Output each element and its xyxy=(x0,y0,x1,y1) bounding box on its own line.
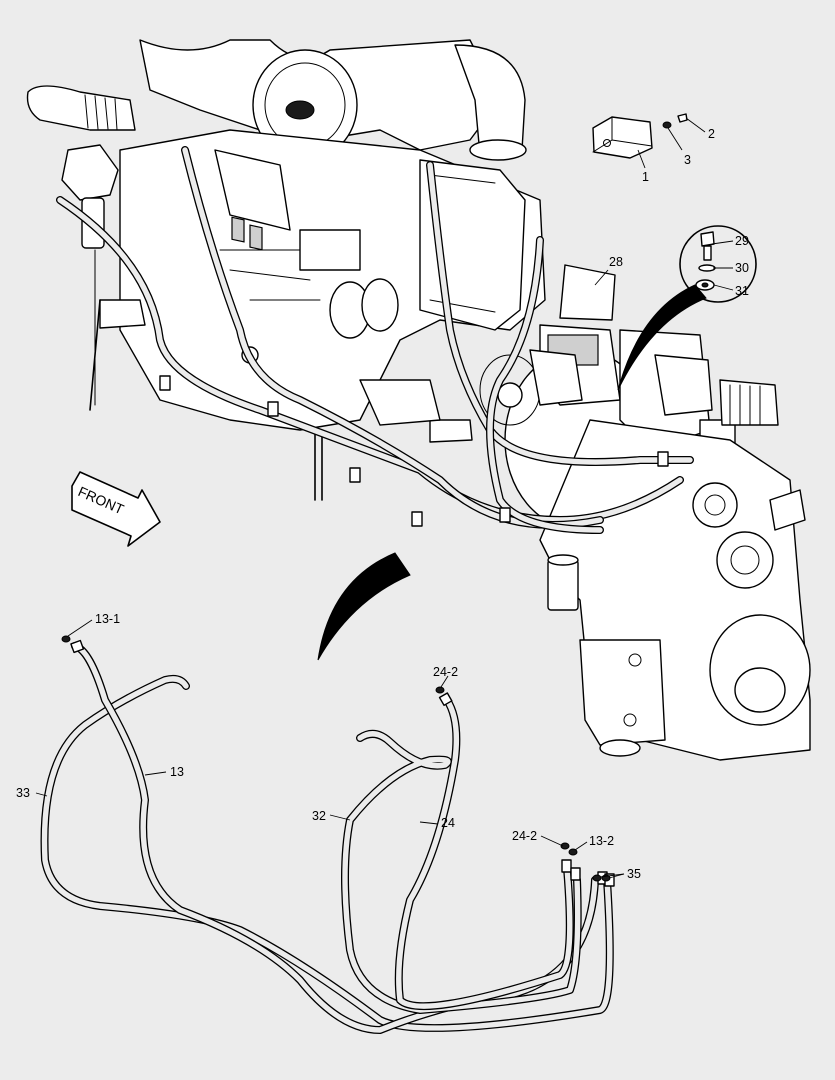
hardware-callout-29-31 xyxy=(617,225,757,391)
label-part-30: 30 xyxy=(735,261,749,275)
label-part-28: 28 xyxy=(609,255,623,269)
hose-24 xyxy=(394,696,574,1011)
label-part-13: 13 xyxy=(170,765,184,779)
engine-harness xyxy=(56,146,694,534)
label-part-1: 1 xyxy=(642,170,649,184)
label-part-13-1: 13-1 xyxy=(95,612,120,626)
label-part-29: 29 xyxy=(735,234,749,248)
label-part-3: 3 xyxy=(684,153,691,167)
label-part-24: 24 xyxy=(441,816,455,830)
label-part-24-2-top: 24-2 xyxy=(433,665,458,679)
label-part-2: 2 xyxy=(708,127,715,141)
label-part-32: 32 xyxy=(312,809,326,823)
engine-assembly xyxy=(26,39,811,761)
leader-lines xyxy=(35,117,734,879)
part-1-switch-box xyxy=(592,113,688,159)
hose-32 xyxy=(341,729,582,1014)
callout-labels: 1 2 3 28 29 30 31 13-1 13 33 24-2 32 24 … xyxy=(16,127,749,881)
hose-33 xyxy=(40,674,614,1032)
front-direction-arrow: FRONT xyxy=(71,471,161,547)
label-part-13-2: 13-2 xyxy=(589,834,614,848)
label-part-35: 35 xyxy=(627,867,641,881)
label-part-31: 31 xyxy=(735,284,749,298)
view-direction-arrow xyxy=(317,552,411,661)
o-rings xyxy=(61,635,611,882)
label-part-24-2-bottom: 24-2 xyxy=(512,829,537,843)
label-part-33: 33 xyxy=(16,786,30,800)
